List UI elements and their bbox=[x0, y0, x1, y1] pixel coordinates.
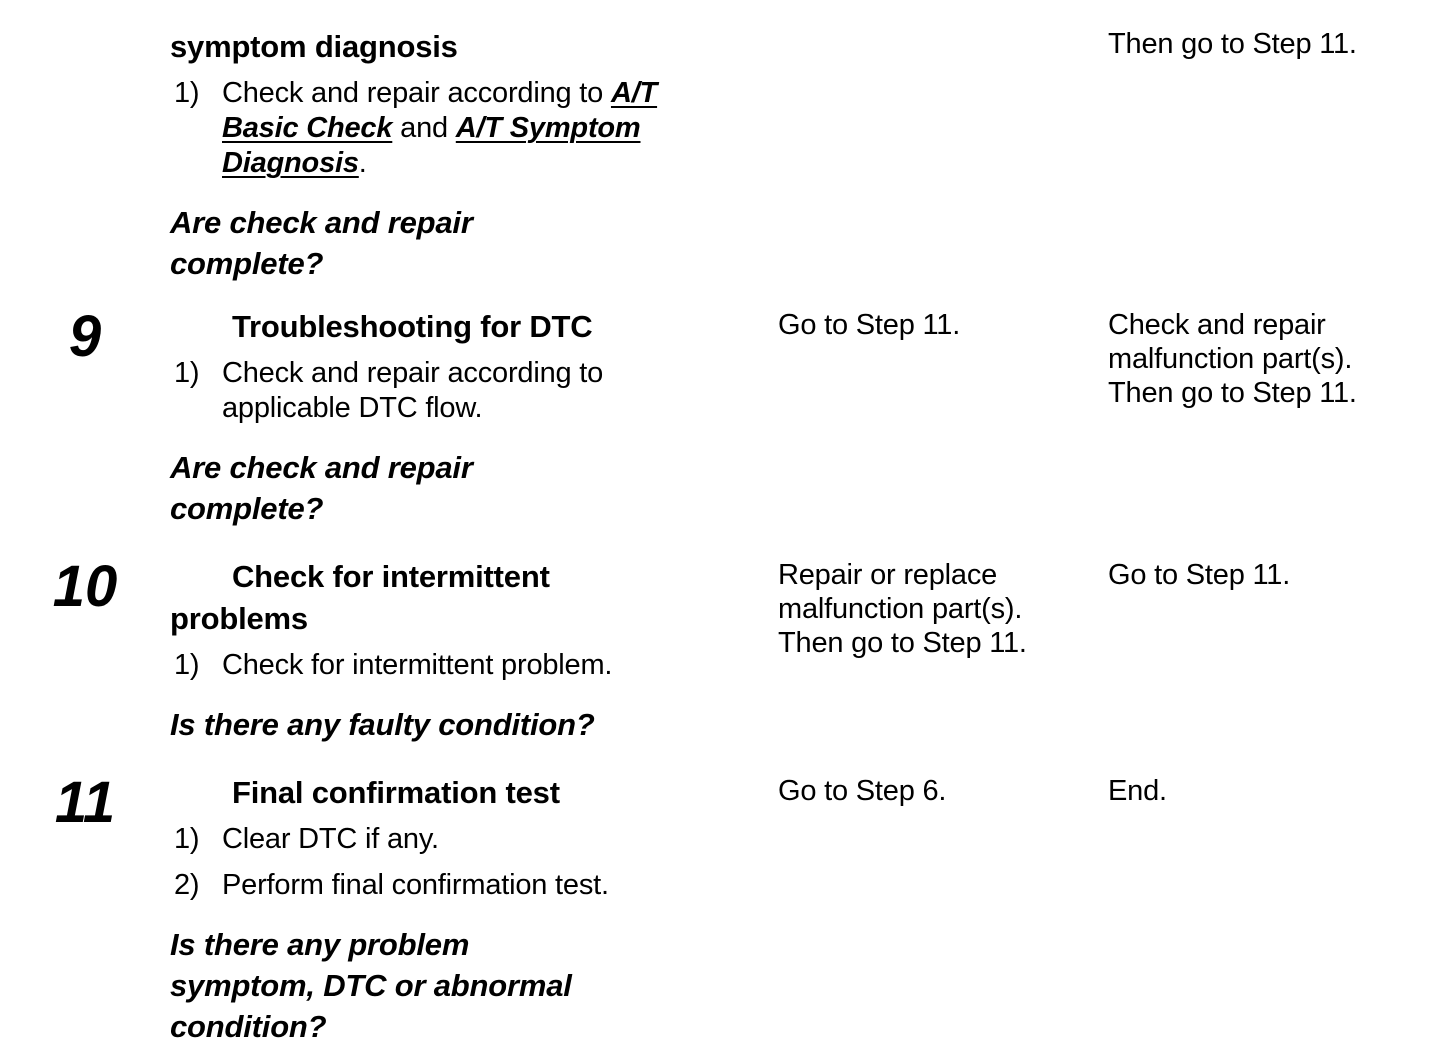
list-item-number: 1) bbox=[174, 823, 200, 855]
doc-link-diagnosis[interactable]: Diagnosis bbox=[222, 147, 359, 179]
yes-line: Go to Step 11. bbox=[778, 309, 961, 341]
step-heading: symptom diagnosis bbox=[170, 26, 778, 68]
list-item-line: Check and repair according to bbox=[222, 356, 778, 391]
yes-cell: Go to Step 6. bbox=[778, 765, 1108, 1062]
heading-line: symptom diagnosis bbox=[170, 29, 458, 64]
list-item-number: 1) bbox=[174, 77, 200, 109]
action-cell: Troubleshooting for DTC 1) Check and repai… bbox=[170, 299, 778, 549]
decision-question: Are check and repair complete? bbox=[170, 202, 778, 284]
step-heading: Final confirmation test bbox=[170, 772, 778, 814]
list-item: 2) Perform final confirmation test. bbox=[170, 868, 778, 903]
question-line: Are check and repair bbox=[170, 450, 473, 485]
text-segment: Check and repair according to bbox=[222, 357, 604, 389]
doc-link-basic-check[interactable]: Basic Check bbox=[222, 112, 393, 144]
heading-line: problems bbox=[170, 601, 308, 636]
step-number: 9 bbox=[68, 304, 102, 369]
table-row-step-11: 11 Final confirmation test 1) Clear DTC if … bbox=[0, 765, 1440, 1062]
yes-cell: Go to Step 11. bbox=[778, 299, 1108, 549]
list-item-line: Clear DTC if any. bbox=[222, 822, 778, 857]
doc-link-a-t[interactable]: A/T bbox=[610, 77, 658, 109]
step-heading: Check for intermittent problems bbox=[170, 556, 778, 640]
question-line: Is there any problem bbox=[170, 927, 470, 962]
yes-cell bbox=[778, 0, 1108, 299]
step-number: 10 bbox=[52, 554, 118, 619]
no-line: Then go to Step 11. bbox=[1108, 28, 1357, 60]
step-number: 11 bbox=[54, 770, 116, 835]
list-item-number: 1) bbox=[174, 357, 200, 389]
yes-line: Then go to Step 11. bbox=[778, 627, 1027, 659]
no-line: malfunction part(s). bbox=[1108, 343, 1353, 375]
heading-line: Troubleshooting for DTC bbox=[232, 309, 593, 344]
numbered-list: 1) Clear DTC if any. 2) Perform final confi… bbox=[170, 822, 778, 903]
no-line: Go to Step 11. bbox=[1108, 559, 1291, 591]
table-row-step-9: 9 Troubleshooting for DTC 1) Check and repa… bbox=[0, 299, 1440, 549]
list-item-line: Basic Check and A/T Symptom bbox=[222, 111, 778, 146]
step-number bbox=[0, 0, 170, 299]
no-cell: Go to Step 11. bbox=[1108, 549, 1440, 765]
list-item-line: Check for intermittent problem. bbox=[222, 648, 778, 683]
text-segment: Check for intermittent problem. bbox=[222, 649, 613, 681]
text-segment: Perform final confirmation test. bbox=[222, 869, 609, 901]
decision-question: Is there any faulty condition? bbox=[170, 704, 778, 745]
numbered-list: 1) Check for intermittent problem. bbox=[170, 648, 778, 683]
question-line: condition? bbox=[170, 1009, 327, 1044]
no-cell: Then go to Step 11. bbox=[1108, 0, 1440, 299]
heading-line: Final confirmation test bbox=[232, 775, 560, 810]
question-line: symptom, DTC or abnormal bbox=[170, 968, 572, 1003]
yes-line: Repair or replace bbox=[778, 559, 998, 591]
list-item-line: Check and repair according to A/T bbox=[222, 76, 778, 111]
question-line: complete? bbox=[170, 246, 324, 281]
heading-line: Check for intermittent bbox=[232, 559, 550, 594]
text-segment: Check and repair according to bbox=[222, 77, 611, 109]
list-item-line: applicable DTC flow. bbox=[222, 391, 778, 426]
decision-question: Are check and repair complete? bbox=[170, 447, 778, 529]
step-heading: Troubleshooting for DTC bbox=[170, 306, 778, 348]
decision-question: Is there any problem symptom, DTC or abno… bbox=[170, 924, 778, 1047]
no-line: Check and repair bbox=[1108, 309, 1326, 341]
text-segment: Clear DTC if any. bbox=[222, 823, 439, 855]
text-segment: . bbox=[358, 147, 367, 179]
list-item-number: 1) bbox=[174, 649, 200, 681]
list-item: 1) Check for intermittent problem. bbox=[170, 648, 778, 683]
no-cell: End. bbox=[1108, 765, 1440, 1062]
list-item-line: Perform final confirmation test. bbox=[222, 868, 778, 903]
text-segment: and bbox=[392, 112, 456, 144]
yes-line: Go to Step 6. bbox=[778, 775, 947, 807]
list-item-line: Diagnosis. bbox=[222, 146, 778, 181]
action-cell: Final confirmation test 1) Clear DTC if an… bbox=[170, 765, 778, 1062]
text-segment: applicable DTC flow. bbox=[222, 392, 483, 424]
question-line: complete? bbox=[170, 491, 324, 526]
action-cell: Check for intermittent problems 1) Check fo… bbox=[170, 549, 778, 765]
question-line: Is there any faulty condition? bbox=[170, 707, 595, 742]
doc-link-a-t-symptom[interactable]: A/T Symptom bbox=[455, 112, 641, 144]
no-line: End. bbox=[1108, 775, 1167, 807]
question-line: Are check and repair bbox=[170, 205, 473, 240]
action-cell: symptom diagnosis 1) Check and repair acco… bbox=[170, 0, 778, 299]
yes-line: malfunction part(s). bbox=[778, 593, 1023, 625]
list-item-number: 2) bbox=[174, 869, 200, 901]
list-item: 1) Clear DTC if any. bbox=[170, 822, 778, 857]
no-line: Then go to Step 11. bbox=[1108, 377, 1357, 409]
table-row-step-8-continued: symptom diagnosis 1) Check and repair acco… bbox=[0, 0, 1440, 299]
